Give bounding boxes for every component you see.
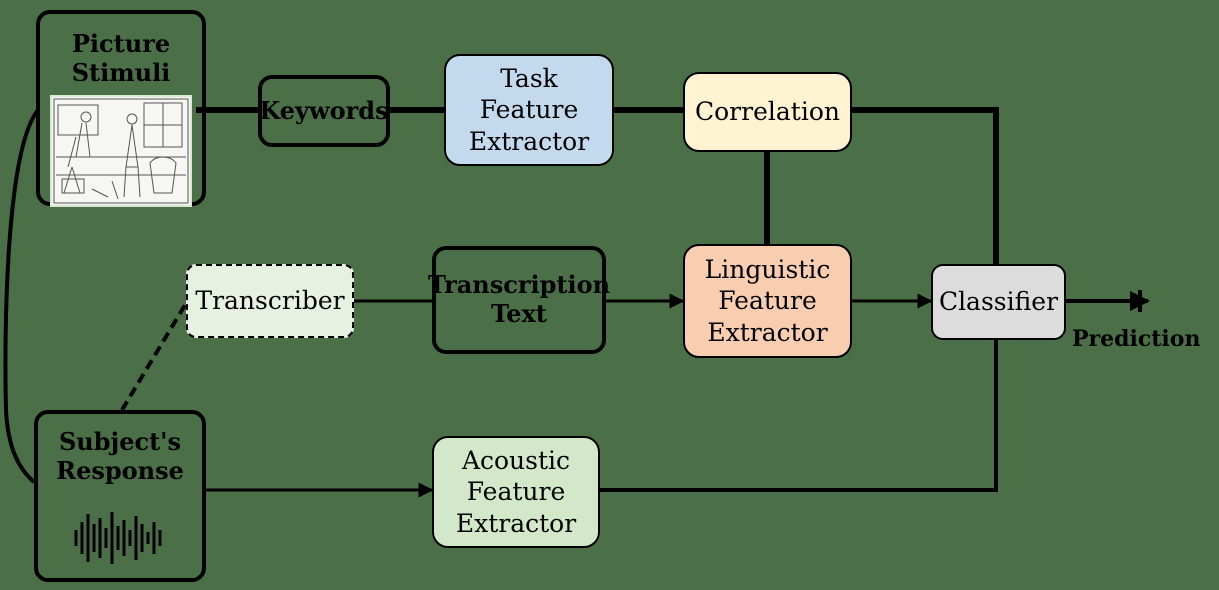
transcription-line-1: Transcription — [427, 270, 611, 300]
picture-sketch — [53, 98, 189, 204]
correlation-block: Correlation — [683, 72, 852, 152]
response-line-1: Subject's — [58, 427, 182, 456]
correlation-to-classifier-connector — [852, 107, 999, 264]
response-to-transcriber-connector — [120, 298, 190, 412]
linguistic-line-3: Extractor — [707, 317, 828, 347]
acoustic-line-3: Extractor — [455, 508, 577, 538]
task-feature-extractor: Task Feature Extractor — [444, 54, 614, 166]
task-line-3: Extractor — [468, 126, 590, 156]
linguistic-line-2: Feature — [718, 286, 817, 316]
picture-stimuli-label: Picture Stimuli — [71, 29, 171, 87]
transcriber-label: Transcriber — [195, 286, 345, 316]
classifier-label: Classifier — [938, 287, 1059, 317]
subjects-response-block: Subject's Response — [34, 410, 206, 582]
prediction-label: Prediction — [1072, 326, 1201, 352]
acoustic-to-classifier-connector — [600, 340, 998, 492]
acoustic-feature-extractor: Acoustic Feature Extractor — [432, 436, 600, 548]
keywords-block: Keywords — [258, 75, 390, 147]
stimuli-to-response-connector — [3, 108, 40, 484]
classifier-block: Classifier — [931, 264, 1066, 340]
audio-waveform-icon — [74, 512, 162, 564]
transcription-line-2: Text — [491, 299, 547, 328]
acoustic-line-1: Acoustic — [461, 446, 571, 476]
linguistic-line-1: Linguistic — [704, 255, 831, 285]
keywords-label: Keywords — [259, 95, 389, 125]
correlation-label: Correlation — [695, 97, 840, 127]
cookie-theft-picture-icon — [50, 95, 192, 207]
response-line-2: Response — [56, 455, 184, 485]
task-line-2: Feature — [479, 95, 579, 125]
acoustic-line-2: Feature — [466, 477, 566, 507]
linguistic-feature-extractor: Linguistic Feature Extractor — [683, 244, 852, 358]
transcriber-block: Transcriber — [186, 264, 354, 338]
task-line-1: Task — [500, 64, 558, 94]
transcription-text-block: Transcription Text — [428, 246, 610, 354]
